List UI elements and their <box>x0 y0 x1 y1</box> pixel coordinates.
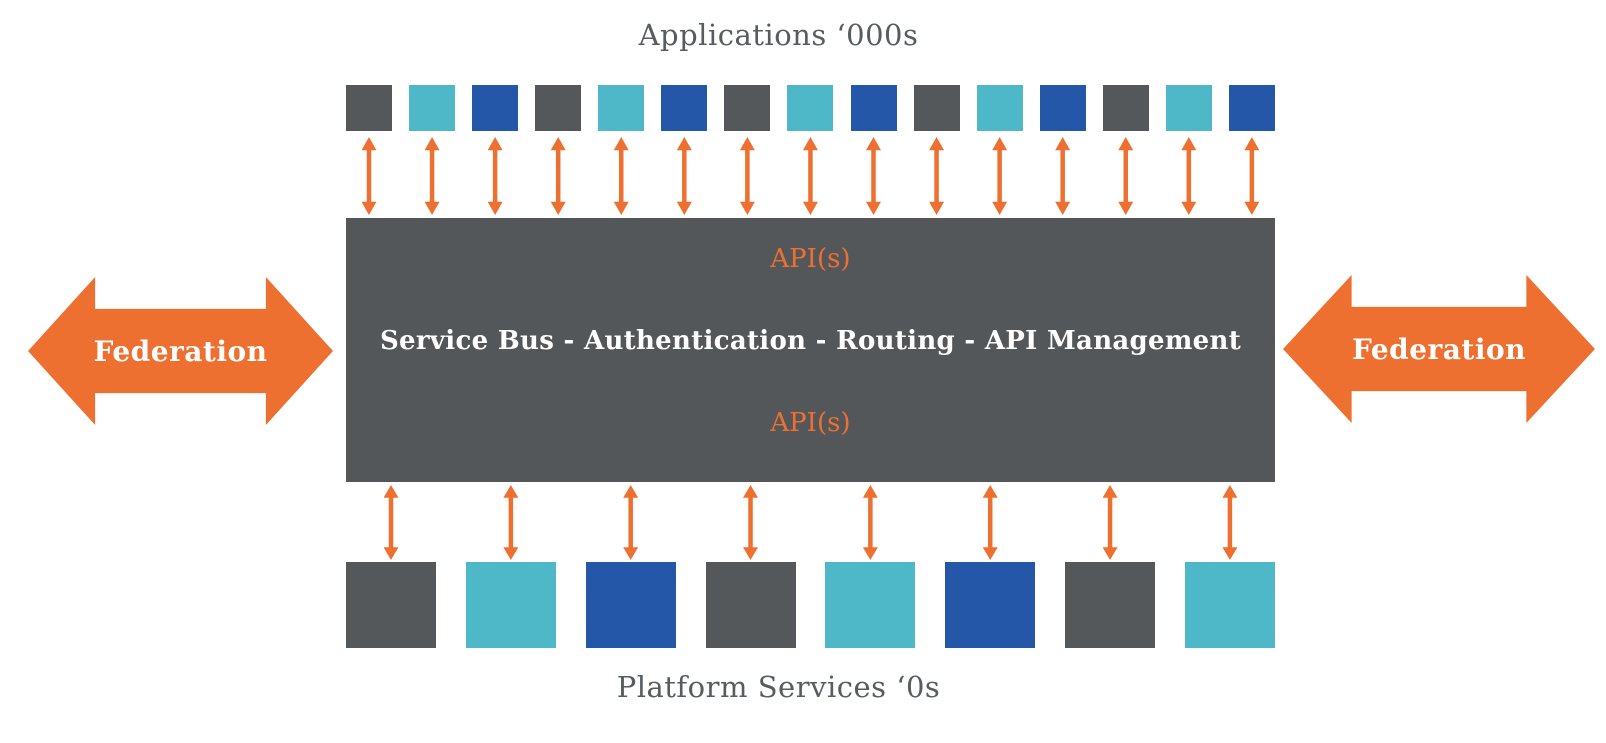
arrow-slot <box>706 485 796 560</box>
bidirectional-arrow-icon <box>1102 485 1118 560</box>
arrow-slot <box>724 137 770 215</box>
arrow-slot <box>1103 137 1149 215</box>
platform-node-dark <box>1065 562 1156 648</box>
arrow-slot <box>409 137 455 215</box>
arrow-slot <box>661 137 707 215</box>
bidirectional-arrow-icon <box>1055 137 1071 215</box>
platform-label: Platform Services ‘0s <box>616 670 941 704</box>
platform-arrows <box>346 485 1275 560</box>
arrow-slot <box>787 137 833 215</box>
arrow-slot <box>1185 485 1275 560</box>
bidirectional-arrow-icon <box>1181 137 1197 215</box>
platform-node-blue <box>585 562 676 648</box>
bidirectional-arrow-icon <box>739 137 755 215</box>
api-label-bottom: API(s) <box>770 408 851 438</box>
bidirectional-arrow-icon <box>982 485 998 560</box>
application-node-blue <box>850 85 897 131</box>
platform-node-blue <box>945 562 1036 648</box>
applications-row <box>346 85 1275 131</box>
application-node-dark <box>724 85 771 131</box>
bidirectional-arrow-icon <box>1222 485 1238 560</box>
bidirectional-arrow-icon <box>929 137 945 215</box>
arrow-slot <box>1229 137 1275 215</box>
bidirectional-arrow-icon <box>676 137 692 215</box>
arrow-slot <box>914 137 960 215</box>
application-node-blue <box>1228 85 1275 131</box>
application-node-dark <box>913 85 960 131</box>
service-bus-title: Service Bus - Authentication - Routing -… <box>379 326 1242 356</box>
platform-node-dark <box>705 562 796 648</box>
application-node-teal <box>409 85 456 131</box>
arrow-slot <box>1065 485 1155 560</box>
application-node-blue <box>1039 85 1086 131</box>
application-node-dark <box>346 85 392 131</box>
arrow-slot <box>1040 137 1086 215</box>
arrow-slot <box>851 137 897 215</box>
application-node-teal <box>787 85 834 131</box>
arrow-slot <box>346 137 392 215</box>
bidirectional-arrow-icon <box>802 137 818 215</box>
bidirectional-arrow-icon <box>503 485 519 560</box>
arrow-slot <box>346 485 436 560</box>
federation-arrow-right: Federation <box>1283 275 1595 423</box>
federation-label-left: Federation <box>93 334 268 368</box>
platform-node-teal <box>465 562 556 648</box>
service-bus-box: API(s) Service Bus - Authentication - Ro… <box>346 218 1275 482</box>
arrow-slot <box>586 485 676 560</box>
arrow-slot <box>598 137 644 215</box>
platform-row <box>346 562 1275 648</box>
bidirectional-arrow-icon <box>424 137 440 215</box>
bidirectional-arrow-icon <box>743 485 759 560</box>
platform-node-teal <box>1184 562 1275 648</box>
bidirectional-arrow-icon <box>613 137 629 215</box>
platform-node-dark <box>346 562 436 648</box>
bidirectional-arrow-icon <box>862 485 878 560</box>
api-label-top: API(s) <box>770 244 851 274</box>
application-node-teal <box>598 85 645 131</box>
application-node-teal <box>976 85 1023 131</box>
arrow-slot <box>945 485 1035 560</box>
bidirectional-arrow-icon <box>361 137 377 215</box>
bidirectional-arrow-icon <box>1118 137 1134 215</box>
bidirectional-arrow-icon <box>383 485 399 560</box>
arrow-slot <box>825 485 915 560</box>
federation-label-right: Federation <box>1351 332 1527 366</box>
bidirectional-arrow-icon <box>866 137 881 215</box>
bidirectional-arrow-icon <box>992 137 1008 215</box>
bidirectional-arrow-icon <box>487 137 503 215</box>
arrow-slot <box>472 137 518 215</box>
application-node-blue <box>661 85 708 131</box>
bidirectional-arrow-icon <box>623 485 639 560</box>
application-node-dark <box>535 85 582 131</box>
application-node-teal <box>1165 85 1212 131</box>
bidirectional-arrow-icon <box>1244 137 1260 215</box>
arrow-slot <box>1166 137 1212 215</box>
arrow-slot <box>977 137 1023 215</box>
arrow-slot <box>466 485 556 560</box>
bidirectional-arrow-icon <box>550 137 566 215</box>
federation-arrow-left: Federation <box>28 277 333 425</box>
application-node-blue <box>472 85 519 131</box>
applications-label: Applications ‘000s <box>638 18 919 52</box>
applications-arrows <box>346 137 1275 215</box>
arrow-slot <box>535 137 581 215</box>
application-node-dark <box>1102 85 1149 131</box>
platform-node-teal <box>825 562 916 648</box>
